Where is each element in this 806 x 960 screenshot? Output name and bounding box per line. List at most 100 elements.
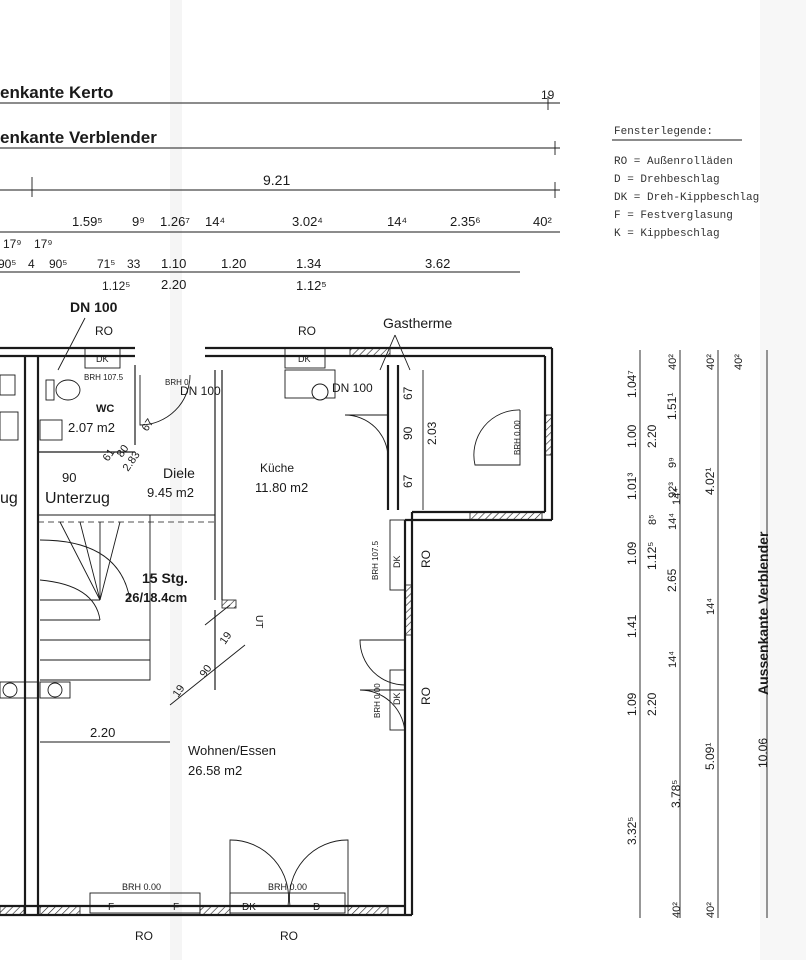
dim-top-r3-0: 17⁹: [3, 237, 22, 251]
dim-right-c2: 3.78⁵: [669, 780, 683, 808]
window-legend: Fensterlegende: RO = Außenrolläden D = D…: [612, 126, 759, 240]
brh-label: BRH 0.00: [513, 420, 522, 455]
dim-right-c1: 1.00: [625, 424, 639, 448]
dim-right-c2: 2.20: [645, 692, 659, 716]
header-kerto: enkante Kerto: [0, 83, 113, 102]
dim-top-r4-0: 1.12⁵: [102, 279, 130, 293]
stairs-ratio: 26/18.4cm: [125, 590, 187, 605]
doors: [139, 374, 521, 907]
dim-top-r2-2: 1.26⁷: [160, 214, 190, 229]
diag-80: 80: [115, 443, 132, 460]
dk-label: DK: [298, 354, 311, 364]
brh-label: BRH 0.00: [268, 882, 307, 892]
dim-top-r2-1: 9⁹: [132, 214, 145, 229]
dim-67-lower: 67: [401, 474, 415, 488]
room-kueche-area: 11.80 m2: [255, 480, 308, 495]
dim-top-r2-7: 40²: [533, 214, 552, 229]
dn100-label: DN 100: [180, 384, 221, 398]
unterzug-label: Unterzug: [45, 490, 110, 507]
ut-label: UT: [253, 615, 264, 628]
dim-right-c1: 1.09: [625, 541, 639, 565]
dim-right-c2: 40²: [671, 902, 683, 918]
scan-fold-shadow: [170, 0, 182, 960]
brh-label: BRH 0.00: [373, 683, 382, 718]
brh-label: BRH 0.00: [122, 882, 161, 892]
side-label-verblender: Aussenkante Verblender: [755, 531, 771, 695]
room-kueche-name: Küche: [260, 461, 294, 475]
dim-right-c3: 9⁹: [667, 457, 679, 468]
f-label: F: [173, 902, 179, 913]
legend-item: RO = Außenrolläden: [614, 156, 733, 168]
legend-title: Fensterlegende:: [614, 126, 713, 138]
dim-right-c2: 2.20: [645, 424, 659, 448]
dim-right-c4: 5.09¹: [703, 743, 717, 770]
dk-label: DK: [242, 902, 256, 913]
room-wc-name: WC: [96, 403, 114, 415]
dim-right-c3: 92³: [667, 482, 679, 498]
room-wohnen-area: 26.58 m2: [188, 763, 242, 778]
header-kerto-number: 19: [541, 88, 555, 102]
dim-19: 19: [218, 630, 235, 647]
dim-right-c4: 4.02¹: [703, 468, 717, 495]
header-verblender: enkante Verblender: [0, 128, 157, 147]
dim-90-diag: 90: [198, 663, 215, 680]
ro-label: RO: [419, 687, 433, 705]
room-diele-name: Diele: [163, 465, 195, 481]
top-dimensions: 9.21 1.59⁵ 9⁹ 1.26⁷ 14⁴ 3.02⁴ 14⁴ 2.35⁶ …: [0, 172, 560, 293]
d-label: D: [313, 902, 320, 913]
dim-top-r2-3: 14⁴: [205, 214, 225, 229]
legend-item: K = Kippbeschlag: [614, 228, 720, 240]
dim-top-r3-3: 4: [28, 257, 35, 271]
dim-right-c4: 40²: [705, 902, 717, 918]
dim-right-c3: 2.65: [665, 568, 679, 592]
legend-item: DK = Dreh-Kippbeschlag: [614, 192, 759, 204]
dim-right-c5: 10.06: [756, 738, 770, 768]
dim-90: 90: [62, 470, 76, 485]
dim-top-r2-4: 3.02⁴: [292, 214, 323, 229]
room-wc-area: 2.07 m2: [68, 420, 115, 435]
gastherme-label: Gastherme: [383, 315, 452, 331]
dim-right-c1: 1.41: [625, 614, 639, 638]
dim-right-c2: 1.12⁵: [645, 542, 659, 570]
dim-top-r3-2: 90⁵: [0, 257, 16, 271]
dim-right-c4: 14⁴: [705, 598, 717, 615]
dim-top-r4-1: 2.20: [161, 277, 186, 292]
dim-right-c1: 1.09: [625, 692, 639, 716]
right-dimensions: 1.04⁷ 1.00 1.01³ 1.09 1.41 1.09 3.32⁵ 2.…: [625, 350, 771, 918]
f-label: F: [108, 902, 114, 913]
dim-top-r3-8: 1.20: [221, 256, 246, 271]
room-labels: WC 2.07 m2 Diele 9.45 m2 Küche 11.80 m2 …: [68, 403, 308, 778]
dim-top-r3-1: 17⁹: [34, 237, 53, 251]
plan-labels: Gastherme Unterzug ug DN 100 DN 100 DN 1…: [0, 299, 522, 943]
unterzug-left-label: ug: [0, 490, 18, 507]
brh-label: BRH 107.5: [84, 373, 124, 382]
dim-top-r3-6: 33: [127, 257, 141, 271]
dim-top-r4-2: 1.12⁵: [296, 278, 327, 293]
dim-right-c5: 40²: [733, 354, 745, 370]
dim-top-r2-0: 1.59⁵: [72, 214, 103, 229]
ro-label: RO: [280, 929, 298, 943]
dim-90-vertical: 90: [401, 426, 415, 440]
dim-top-r2-6: 2.35⁶: [450, 214, 481, 229]
stairs-count: 15 Stg.: [142, 570, 188, 586]
windows: [84, 347, 406, 914]
dim-right-small: 14⁴: [671, 488, 683, 505]
dim-top-r3-5: 71⁵: [97, 257, 115, 271]
room-diele-area: 9.45 m2: [147, 485, 194, 500]
ro-label: RO: [135, 929, 153, 943]
dn100-label: DN 100: [70, 299, 118, 315]
brh-label: BRH 0: [165, 378, 189, 387]
dim-right-c1: 1.04⁷: [625, 370, 639, 398]
dim-top-r3-4: 90⁵: [49, 257, 67, 271]
diag-61: 61: [101, 447, 118, 464]
dim-top-r3-10: 3.62: [425, 256, 450, 271]
ro-label: RO: [419, 550, 433, 568]
dim-right-c1: 3.32⁵: [625, 817, 639, 845]
legend-item: D = Drehbeschlag: [614, 174, 720, 186]
dim-right-c1: 1.01³: [625, 473, 639, 500]
dk-label: DK: [96, 354, 109, 364]
dim-top-total: 9.21: [263, 172, 290, 188]
scan-edge-shadow: [760, 0, 806, 960]
dim-67: 67: [401, 386, 415, 400]
